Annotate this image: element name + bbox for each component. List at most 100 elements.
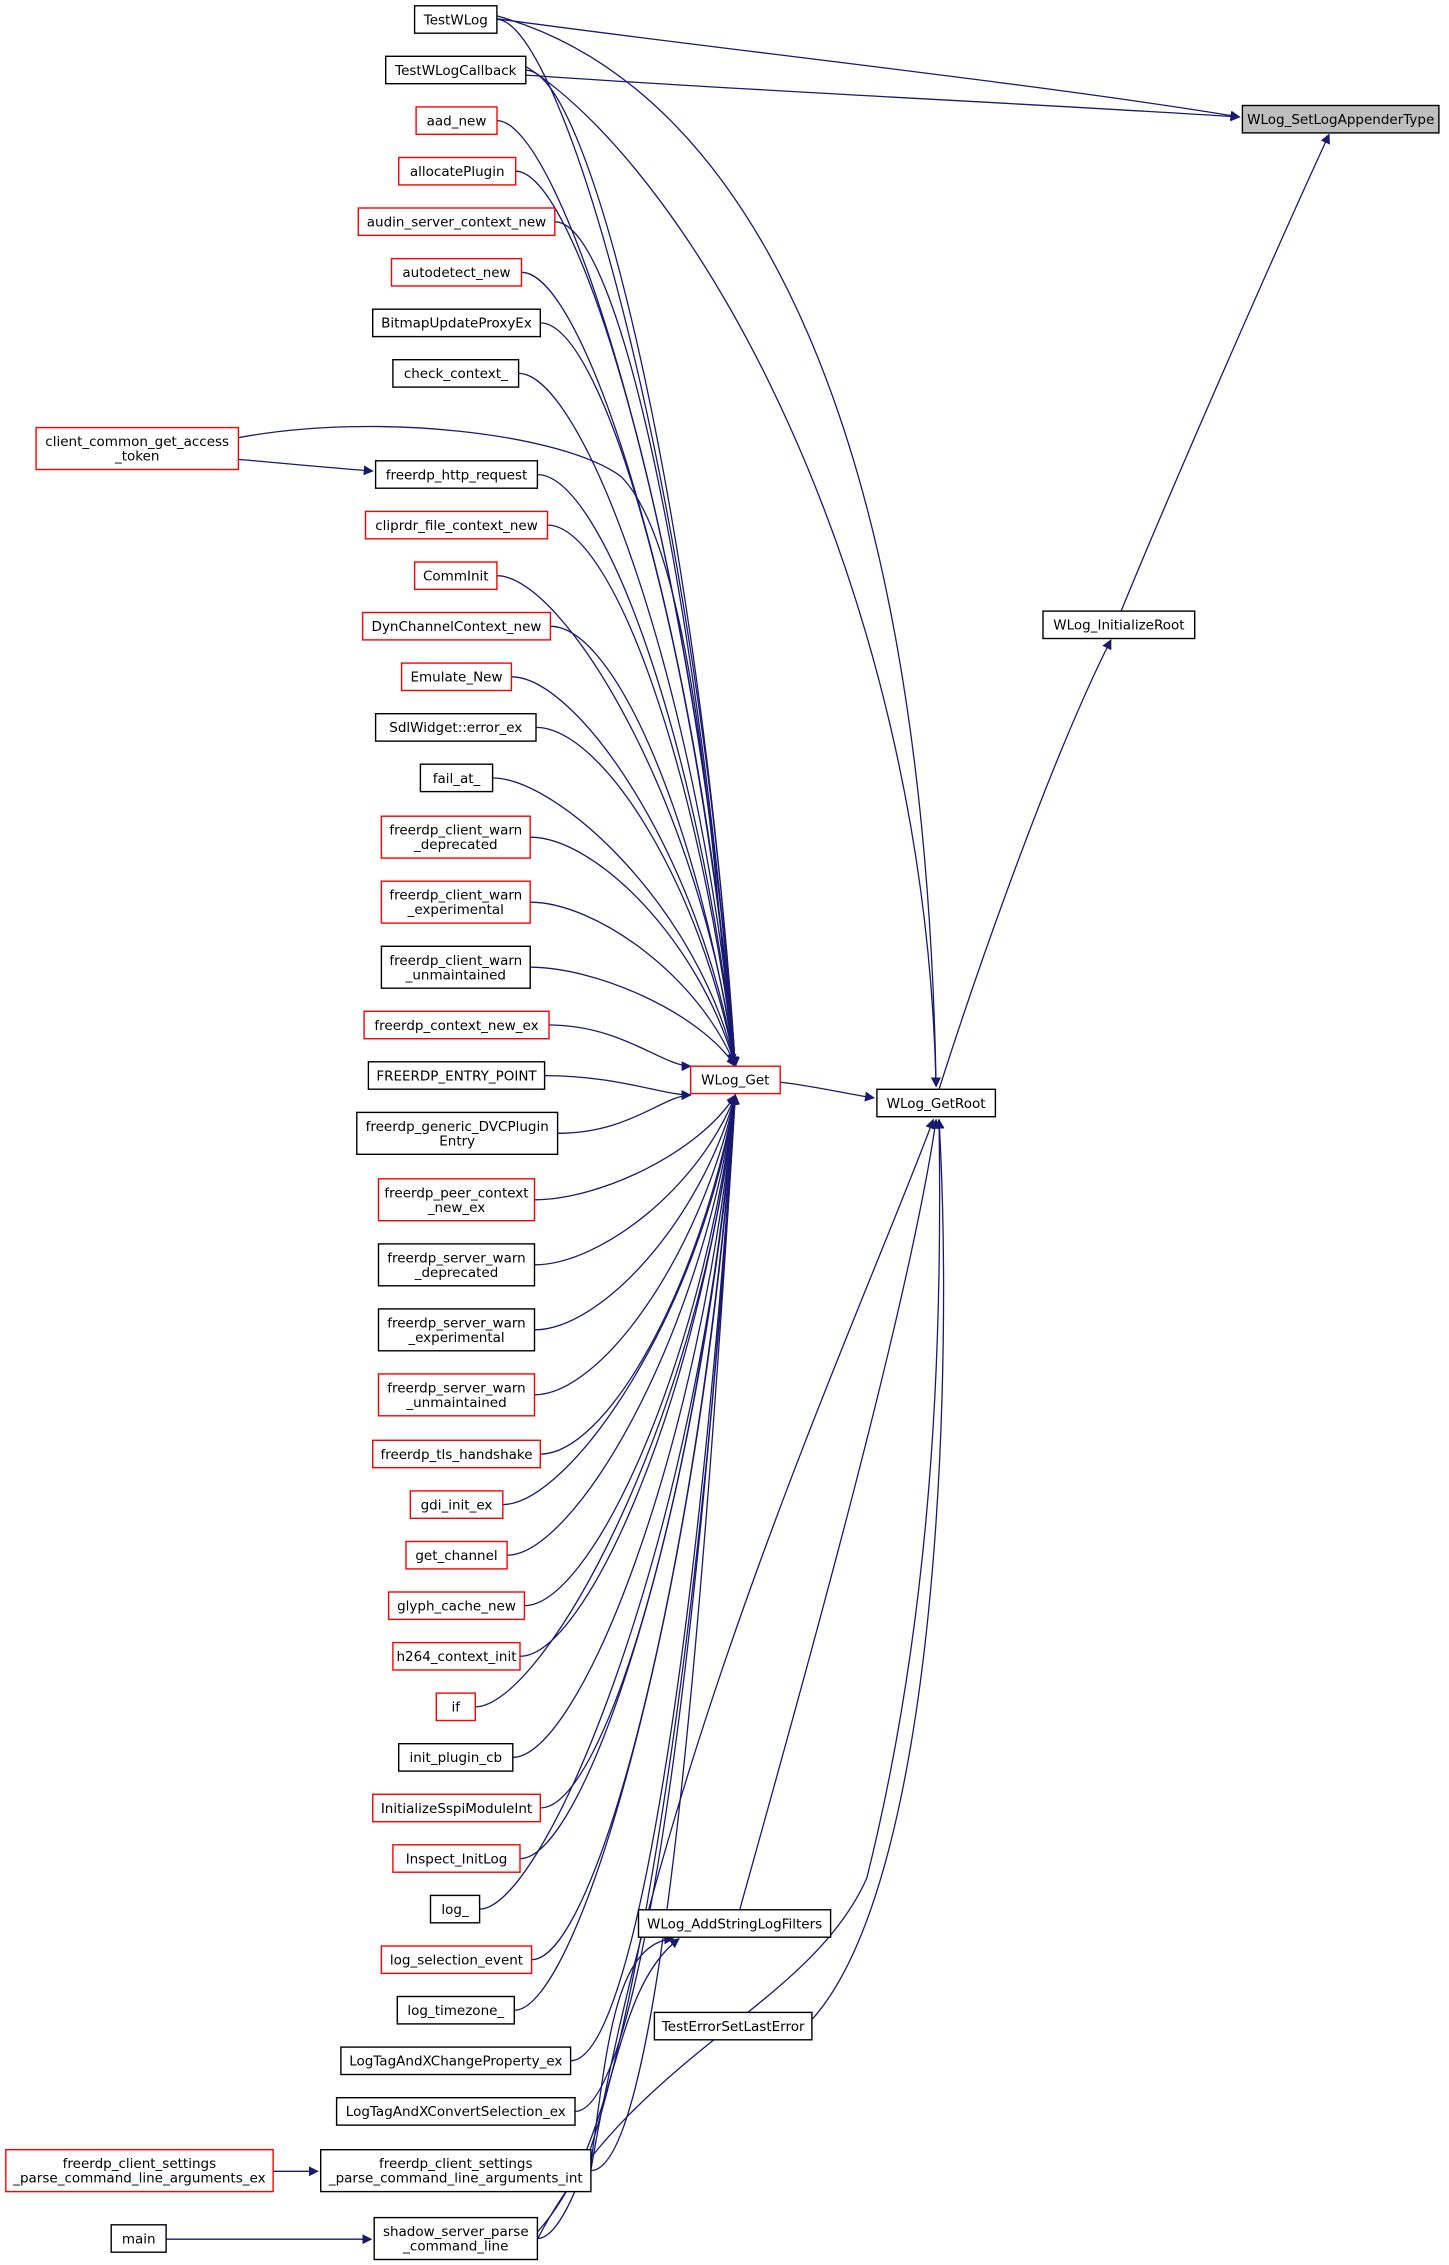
edge-allocplugin-to-wlogget [515,170,740,1068]
edge-ctxnew-to-wlogget [548,1024,692,1072]
edge-getchannel-to-wlogget-path [507,1094,739,1556]
node-box [415,106,498,136]
node-testwlog[interactable]: TestWLog [413,5,498,34]
node-label: WLog_Get [701,1073,769,1089]
node-label: log_timezone_ [407,2003,504,2019]
node-logtz[interactable]: log_timezone_ [396,1995,515,2025]
edge-testwlogcb-to-wlogget [525,69,740,1068]
node-logtagconv[interactable]: LogTagAndXConvertSelection_ex [335,2096,576,2126]
node-getroot[interactable]: WLog_GetRoot [876,1088,997,1118]
edge-logtagprop-to-wlogget-path [570,1094,740,2062]
node-failat[interactable]: fail_at_ [419,763,494,793]
node-cwexp[interactable]: freerdp_client_warn_experimental [380,880,531,924]
node-sspi[interactable]: InitializeSspiModuleInt [372,1793,542,1823]
node-label: autodetect_new [402,265,510,281]
node-logsel[interactable]: log_selection_event [380,1945,533,1975]
edge-getroot-to-initroot [938,639,1112,1090]
node-log[interactable]: log_ [429,1894,481,1924]
edge-dynchan-to-wlogget-path [550,625,739,1068]
edge-testwlogcb-to-root [525,74,1241,122]
edge-swexp-to-wlogget [534,1094,738,1331]
node-box [356,1111,559,1156]
node-glyph[interactable]: glyph_cache_new [387,1591,526,1621]
node-logtagprop[interactable]: LogTagAndXChangeProperty_ex [340,2046,572,2076]
node-label: freerdp_generic_DVCPlugin [366,1119,549,1135]
node-autodetect[interactable]: autodetect_new [390,257,523,287]
edge-logtz-to-wlogget [514,1094,740,2011]
node-getchannel[interactable]: get_channel [405,1540,508,1570]
node-sdlwidget[interactable]: SdlWidget::error_ex [374,713,537,742]
edge-cwdep-to-wlogget [530,836,738,1068]
node-box [377,1243,536,1287]
edge-emulate-to-wlogget [511,676,739,1068]
node-wlogget[interactable]: WLog_Get [689,1065,781,1095]
node-main[interactable]: main [110,2224,167,2253]
node-addfilters[interactable]: WLog_AddStringLogFilters [637,1909,832,1938]
node-box [373,2216,539,2261]
node-shadowparse[interactable]: shadow_server_parse_command_line [373,2216,539,2261]
node-box [380,1945,533,1975]
node-box [637,1909,832,1938]
edge-log-to-wlogget-path [479,1094,740,1910]
node-box [364,510,549,540]
node-parseex[interactable]: freerdp_client_settings_parse_command_li… [5,2148,274,2193]
node-ctxnew[interactable]: freerdp_context_new_ex [363,1010,550,1040]
node-comminit[interactable]: CommInit [413,561,498,591]
node-testerror[interactable]: TestErrorSetLastError [653,2011,813,2041]
node-gdiinit[interactable]: gdi_init_ex [409,1490,504,1520]
edge-failat-to-wlogget [492,777,739,1068]
node-checkctx[interactable]: check_context_ [392,359,520,388]
node-tls[interactable]: freerdp_tls_handshake [372,1439,542,1469]
node-box [377,1373,536,1417]
node-aad[interactable]: aad_new [415,106,498,136]
edge-testwlogcb-to-wlogget-path [525,69,740,1068]
node-testwlogcb[interactable]: TestWLogCallback [385,55,527,85]
node-if[interactable]: if [435,1692,476,1722]
node-bitmap[interactable]: BitmapUpdateProxyEx [372,308,542,338]
node-swunm[interactable]: freerdp_server_warn_unmaintained [377,1373,536,1417]
node-box [390,257,523,287]
node-inspect[interactable]: Inspect_InitLog [392,1844,521,1873]
node-label: _unmaintained [405,1395,506,1411]
node-swdep[interactable]: freerdp_server_warn_deprecated [377,1243,536,1287]
node-box [372,1439,542,1469]
node-box [374,713,537,742]
node-label: main [122,2231,156,2247]
node-emulate[interactable]: Emulate_New [400,662,513,692]
call-nodes: WLog_SetLogAppenderTypeWLog_InitializeRo… [5,5,1440,2261]
node-httpreq[interactable]: freerdp_http_request [374,460,539,489]
node-swexp[interactable]: freerdp_server_warn_experimental [377,1308,536,1352]
edge-cwexp-to-wlogget [530,901,737,1068]
node-audin[interactable]: audin_server_context_new [357,207,556,237]
node-initroot[interactable]: WLog_InitializeRoot [1042,610,1196,640]
node-allocplugin[interactable]: allocatePlugin [398,156,517,186]
node-box [320,2148,592,2193]
node-cliprdr[interactable]: cliprdr_file_context_new [364,510,549,540]
node-box [876,1088,997,1118]
node-label: check_context_ [404,366,508,382]
node-peerctx[interactable]: freerdp_peer_context_new_ex [377,1178,536,1222]
edge-testwlog-to-root [496,18,1241,121]
edge-if-to-wlogget [475,1094,740,1708]
node-cwdep[interactable]: freerdp_client_warn_deprecated [380,815,531,859]
edge-shadowparse-to-wlogget [537,1094,740,2240]
edge-initplugin-to-wlogget-path [512,1094,740,1759]
node-clientcommon[interactable]: client_common_get_access_token [35,426,240,471]
node-label: BitmapUpdateProxyEx [381,316,532,332]
node-label: _token [114,449,160,465]
node-initplugin[interactable]: init_plugin_cb [398,1742,514,1772]
node-box [653,2011,813,2041]
edge-swunm-to-wlogget-path [534,1094,739,1396]
node-h264[interactable]: h264_context_init [392,1641,521,1671]
node-label: aad_new [427,113,487,129]
node-cwunm[interactable]: freerdp_client_warn_unmaintained [380,945,531,989]
node-label: init_plugin_cb [409,1750,502,1766]
node-entry[interactable]: FREERDP_ENTRY_POINT [367,1061,546,1090]
node-root[interactable]: WLog_SetLogAppenderType [1241,104,1440,134]
edge-cwexp-to-wlogget-path [530,901,737,1068]
node-parseint[interactable]: freerdp_client_settings_parse_command_li… [320,2148,592,2193]
node-box [110,2224,167,2253]
node-label: allocatePlugin [410,164,505,180]
node-dynchan[interactable]: DynChannelContext_new [361,611,552,641]
